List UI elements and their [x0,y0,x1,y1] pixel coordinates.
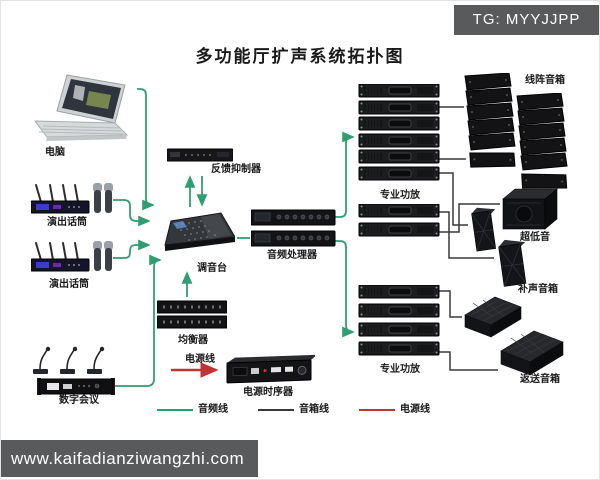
computer-label: 电脑 [45,147,65,158]
wedge-monitor-icon [464,296,522,338]
speaker-line-label: 音箱线 [299,404,329,415]
speaker-icon [498,239,527,287]
mixer-icon [164,212,236,251]
equalizer-icon [156,300,228,329]
power-line-label: 电源线 [185,354,215,365]
line-array-icon [464,72,517,171]
legend-item-speaker: 音箱线 [258,405,329,415]
wire-computer-to-mixer [137,88,155,211]
rack-unit-icon [166,148,234,162]
wireless-mic-icon [30,241,113,272]
line-array-icon [516,92,569,193]
power-sequencer-device [225,349,317,385]
amplifier-stack-icon [358,83,440,181]
audio-line-label: 音频线 [198,404,228,415]
audio-processor-device [250,209,337,249]
equalizer-label: 均衡器 [178,335,208,346]
website-footer: www.kaifadianziwangzhi.com [1,440,258,477]
stage-mic-1-label: 演出话筒 [47,217,87,228]
fill-speakers-label: 补声音箱 [518,284,558,295]
speaker-line-swatch [258,409,294,411]
wedge-monitor-icon [500,330,564,376]
wire-amp-to-monitor2 [439,351,498,371]
equalizer-device [156,299,228,331]
page-title: 多功能厅扩声系统拓扑图 [195,47,405,66]
speaker-icon [471,207,497,252]
laptop-icon [33,74,129,141]
amp-stack-middle [358,203,440,240]
legend-item-audio: 音频线 [157,405,228,415]
amp-stack-bottom [358,284,440,357]
mixer-label: 调音台 [197,263,227,274]
feedback-suppressor-label: 反馈抑制器 [211,164,261,175]
amp-stack-top [358,83,440,182]
stage-mic-2-device [30,239,115,277]
wire-processor-to-amp-bottom [335,240,355,338]
digital-conference-label: 数字会议 [59,395,99,406]
wireless-mic-icon [30,183,113,214]
legend-item-power: 电源线 [359,405,430,415]
processor-icon [250,209,336,247]
amp-bottom-label: 专业功放 [380,364,420,375]
conference-mic-icon [33,346,115,395]
legend: 音频线 音箱线 电源线 [157,405,430,415]
audio-processor-label: 音频处理器 [267,250,317,261]
stage-mic-2-label: 演出话筒 [49,279,89,290]
power-sequencer-label: 电源时序器 [243,387,293,398]
wire-amp-to-fill1 [439,172,468,226]
amplifier-stack-icon [358,284,440,356]
subwoofer-device [501,185,561,231]
stage-mic-1-device [30,181,115,219]
fill-speaker-1 [469,205,499,255]
audio-line-swatch [157,409,193,411]
laptop-device [27,71,141,147]
mixer-device [157,211,236,253]
power-line-legend-label: 电源线 [400,404,430,415]
watermark-badge: TG: MYYJJPP [454,5,599,35]
monitor-speakers-label: 返送音箱 [520,374,560,385]
wire-processor-to-amp-top [335,131,355,218]
amp-top-label: 专业功放 [380,190,420,201]
wire-conference-to-mixer [115,254,162,387]
monitor-speaker-1 [463,295,523,339]
monitor-speaker-2 [499,329,565,377]
line-array-label: 线阵音箱 [525,75,565,86]
subwoofer-label: 超低音 [520,232,550,243]
subwoofer-icon [502,188,558,230]
line-array-right [515,92,571,197]
digital-conference-device [31,341,115,395]
audio-wires [113,88,355,387]
wire-amp-to-fill2 [439,211,494,259]
line-array-left [463,72,517,173]
fill-speaker-2 [495,237,531,289]
feedback-suppressor-device [166,147,234,163]
speaker-wires [439,106,500,371]
wire-amp-to-monitor1 [439,290,462,318]
amplifier-stack-icon [358,203,440,237]
wire-amp-to-subwoofer [439,203,500,233]
power-line-swatch [359,409,395,411]
wire-mic1-to-mixer [113,199,151,227]
wire-mic2-to-mixer [113,239,151,259]
power-sequencer-icon [226,354,317,384]
